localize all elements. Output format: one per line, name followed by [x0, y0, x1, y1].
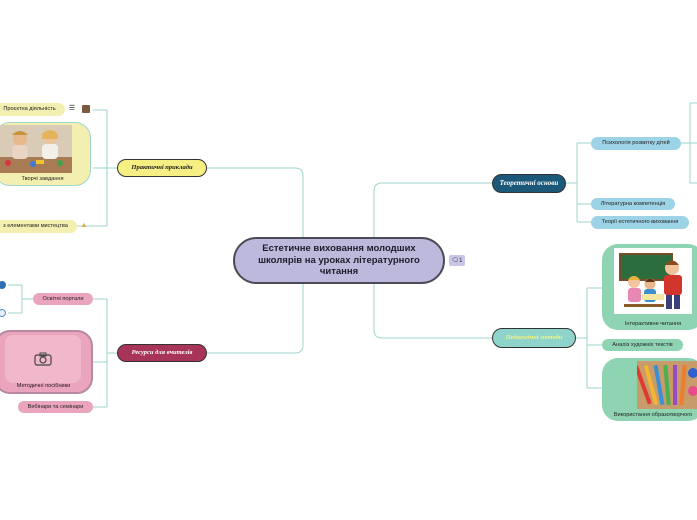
- visual-art-use-label: Використання образотворчого: [613, 411, 693, 418]
- reading-children-clipart: [614, 248, 692, 314]
- topic-aesthetic-theories[interactable]: Теорії естетичного виховання: [591, 216, 689, 229]
- art-supplies-photo: [637, 361, 697, 409]
- picture-icon: [82, 105, 90, 113]
- methodical-manuals-label: Методичні посібники: [16, 382, 71, 389]
- topic-educational-portals[interactable]: Освітні портали: [33, 293, 93, 305]
- interactive-reading-label: Інтерактивне читання: [624, 320, 682, 327]
- creative-tasks-label: Творчі завдання: [21, 175, 64, 182]
- topic-art-elements[interactable]: з елементами мистецтва: [0, 220, 77, 233]
- topic-creative-tasks[interactable]: Творчі завдання: [0, 122, 91, 186]
- warning-icon: ▲: [80, 222, 88, 229]
- link-practical-children: [77, 109, 117, 227]
- central-topic[interactable]: Естетичне виховання молодших школярів на…: [233, 237, 445, 284]
- link-central-methods: [373, 284, 492, 339]
- topic-webinars-seminars[interactable]: Вебінари та семінари: [18, 401, 93, 413]
- topic-literary-competence[interactable]: Літературна компетенція: [591, 198, 675, 210]
- link-resources-children: [93, 298, 117, 408]
- topic-visual-art-use[interactable]: Використання образотворчого: [602, 358, 697, 421]
- image-placeholder: [5, 335, 81, 383]
- topic-literary-analysis[interactable]: Аналіз художніх текстів: [602, 339, 683, 351]
- branch-practical-examples[interactable]: Практичні приклади: [117, 159, 207, 177]
- link-portals-subs: [8, 284, 33, 314]
- topic-interactive-reading[interactable]: Інтерактивне читання: [602, 244, 697, 330]
- topic-child-psychology[interactable]: Психологія розвитку дітей: [591, 137, 681, 150]
- comment-badge[interactable]: 🗨 1: [449, 255, 465, 266]
- link-central-resources: [207, 284, 304, 354]
- logo-icon-2: [0, 309, 6, 317]
- link-theory-children: [566, 142, 591, 223]
- children-crafting-photo: [0, 125, 72, 173]
- link-central-theory: [373, 182, 492, 237]
- logo-icon-1: [0, 281, 6, 289]
- comment-count: 1: [459, 257, 463, 264]
- topic-project-activity[interactable]: Проєктна діяльність: [0, 103, 65, 116]
- branch-teacher-resources[interactable]: Ресурси для вчителів: [117, 344, 207, 362]
- branch-theoretical-foundations[interactable]: Теоретичні основи: [492, 174, 566, 193]
- list-icon: ☰: [68, 105, 76, 112]
- topic-methodical-manuals[interactable]: Методичні посібники: [0, 330, 93, 394]
- camera-icon: [34, 352, 52, 366]
- link-methods-children: [576, 287, 602, 389]
- branch-pedagogical-methods[interactable]: Педагогічні методи: [492, 328, 576, 348]
- link-psychology-subs: [681, 102, 697, 184]
- comment-icon: 🗨: [451, 258, 460, 264]
- link-central-practical: [207, 167, 304, 237]
